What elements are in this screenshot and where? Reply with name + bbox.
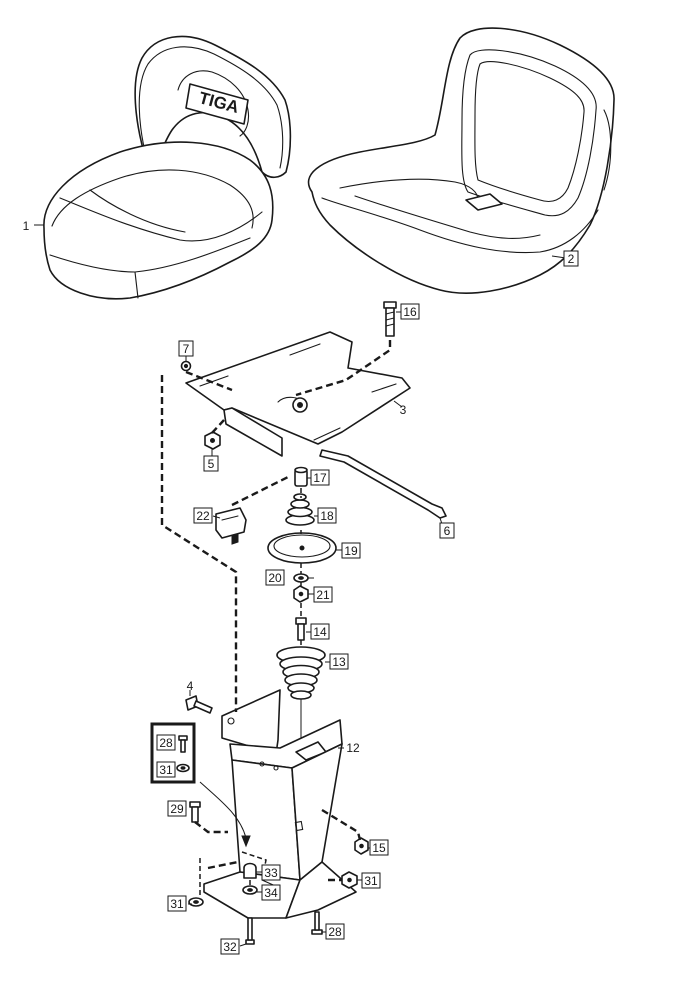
callout-31-right: 31 <box>361 872 381 889</box>
callout-number: 1 <box>23 219 30 233</box>
callout-5: 5 <box>203 455 219 472</box>
callout-number: 21 <box>316 588 330 602</box>
callout-number: 7 <box>183 342 190 356</box>
callout-number: 29 <box>170 802 184 816</box>
callout-19: 19 <box>341 542 361 559</box>
callout-number: 32 <box>223 940 237 954</box>
callout-number: 2 <box>568 252 575 266</box>
callout-number: 17 <box>313 471 327 485</box>
callout-16: 16 <box>400 303 420 320</box>
callout-number: 31 <box>364 874 378 888</box>
callout-7: 7 <box>178 340 194 357</box>
nut-7[interactable] <box>180 360 192 372</box>
callout-33: 33 <box>261 864 281 881</box>
callout-21: 21 <box>313 586 333 603</box>
seat-mounting-plate[interactable] <box>185 331 411 457</box>
callout-20: 20 <box>265 569 285 586</box>
spring-bolt[interactable] <box>295 617 307 641</box>
callout-3: 3 <box>400 403 407 417</box>
callout-28-inset: 28 <box>156 734 176 751</box>
callout-13: 13 <box>329 653 349 670</box>
bumper[interactable] <box>243 862 257 879</box>
callout-28-bottom: 28 <box>325 923 345 940</box>
callout-number: 6 <box>444 524 451 538</box>
callout-4: 4 <box>187 679 194 693</box>
callout-number: 16 <box>403 305 417 319</box>
small-spring[interactable] <box>285 493 315 526</box>
seat-bracket[interactable] <box>203 689 357 919</box>
callout-number: 20 <box>268 571 282 585</box>
callout-number: 3 <box>400 403 407 417</box>
bolt-32[interactable] <box>245 917 255 945</box>
seat-2[interactable] <box>307 27 615 294</box>
callout-number: 5 <box>208 457 215 471</box>
spacer[interactable] <box>294 466 308 487</box>
callout-number: 4 <box>187 679 194 693</box>
washer-31-left[interactable] <box>188 897 204 907</box>
callout-number: 33 <box>264 866 278 880</box>
callout-number: 19 <box>344 544 358 558</box>
callout-number: 14 <box>313 625 327 639</box>
callout-number: 28 <box>159 736 173 750</box>
seat-1[interactable]: TIGA <box>43 35 292 300</box>
bolt-28-bottom[interactable] <box>311 911 323 935</box>
bolt-29[interactable] <box>189 801 201 823</box>
assembly-lines <box>160 340 392 895</box>
nut-31-right[interactable] <box>341 871 358 889</box>
pivot-bolt[interactable] <box>185 695 213 714</box>
spring-cap[interactable] <box>267 532 337 564</box>
callout-34: 34 <box>261 884 281 901</box>
callout-14: 14 <box>310 623 330 640</box>
callout-17: 17 <box>310 469 330 486</box>
callout-6: 6 <box>439 522 455 539</box>
washer-34[interactable] <box>242 885 258 895</box>
callout-number: 13 <box>332 655 346 669</box>
callout-15-nut: 15 <box>0 0 14 3</box>
callout-29: 29 <box>167 800 187 817</box>
washer-20[interactable] <box>293 573 309 583</box>
callout-number: 31 <box>159 763 173 777</box>
callout-18: 18 <box>317 507 337 524</box>
adjustment-rod[interactable] <box>319 449 447 519</box>
callout-number: 34 <box>264 886 278 900</box>
seat-switch[interactable] <box>215 507 247 545</box>
callout-32: 32 <box>220 938 240 955</box>
callout-2: 2 <box>563 250 579 267</box>
inset-box <box>150 722 196 784</box>
large-spring[interactable] <box>276 646 326 740</box>
nut-5[interactable] <box>204 431 221 450</box>
nut-21[interactable] <box>293 585 309 603</box>
bolt-16[interactable] <box>383 301 397 337</box>
callout-22: 22 <box>193 507 213 524</box>
callout-15-top: 15 <box>369 839 389 856</box>
callout-number: 22 <box>196 509 210 523</box>
callout-31-left: 31 <box>167 895 187 912</box>
callout-number: 18 <box>320 509 334 523</box>
callout-number: 15 <box>372 841 386 855</box>
callout-number: 28 <box>328 925 342 939</box>
callout-12: 12 <box>346 741 360 755</box>
nut-15[interactable] <box>354 837 369 855</box>
callout-31-inset: 31 <box>156 761 176 778</box>
callout-1: 1 <box>23 219 30 233</box>
callout-number: 31 <box>170 897 184 911</box>
callout-number: 12 <box>346 741 360 755</box>
